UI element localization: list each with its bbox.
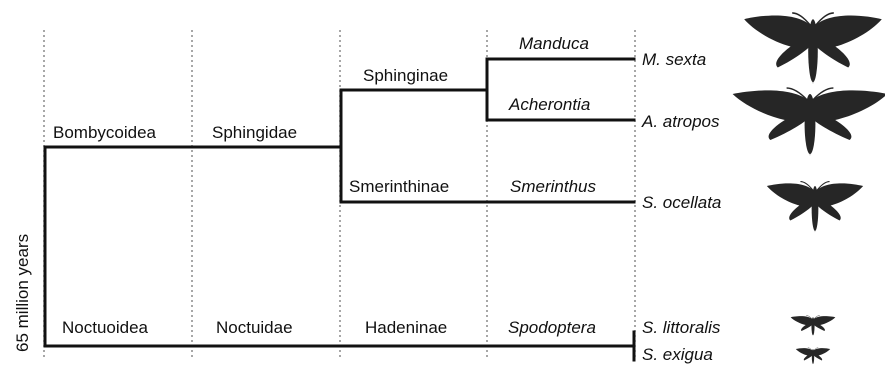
species-a-atropos: A. atropos xyxy=(641,112,720,131)
hawkmoth-silhouette-m-sexta xyxy=(744,13,882,84)
label-sphingidae: Sphingidae xyxy=(212,123,297,142)
species-s-littoralis: S. littoralis xyxy=(642,318,721,337)
label-sphinginae: Sphinginae xyxy=(363,66,448,85)
label-manduca: Manduca xyxy=(519,34,589,53)
species-s-ocellata: S. ocellata xyxy=(642,193,721,212)
species-s-exigua: S. exigua xyxy=(642,345,713,364)
label-noctuoidea: Noctuoidea xyxy=(62,318,149,337)
time-axis-label: 65 million years xyxy=(13,234,32,352)
noctuid-moth-silhouette-s-littoralis xyxy=(791,315,836,335)
label-noctuidae: Noctuidae xyxy=(216,318,293,337)
hawkmoth-silhouette-s-ocellata xyxy=(767,182,863,233)
label-smerinthus: Smerinthus xyxy=(510,177,596,196)
label-hadeninae: Hadeninae xyxy=(365,318,447,337)
label-acherontia: Acherontia xyxy=(508,95,590,114)
hawkmoth-silhouette-a-atropos xyxy=(733,88,885,156)
label-spodoptera: Spodoptera xyxy=(508,318,596,337)
label-smerinthinae: Smerinthinae xyxy=(349,177,449,196)
noctuid-moth-silhouette-s-exigua xyxy=(796,348,830,365)
species-m-sexta: M. sexta xyxy=(642,50,706,69)
label-bombycoidea: Bombycoidea xyxy=(53,123,157,142)
